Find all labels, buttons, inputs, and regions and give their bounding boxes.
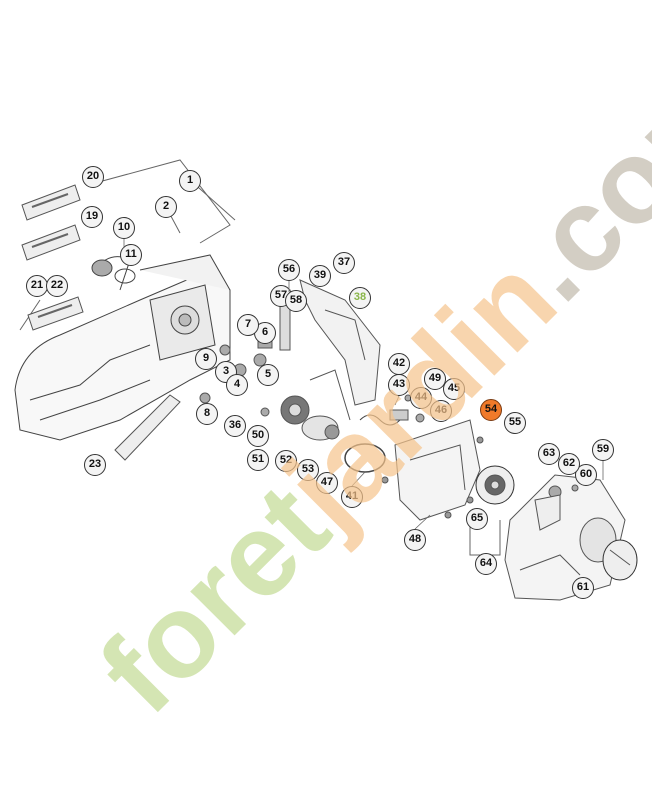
brake-spring xyxy=(359,394,425,426)
callout-5[interactable]: 5 xyxy=(257,364,279,386)
callout-23[interactable]: 23 xyxy=(84,454,106,476)
starter-pulley xyxy=(475,465,515,505)
callout-9[interactable]: 9 xyxy=(195,348,217,370)
part-23-tube xyxy=(114,394,181,461)
clutch-gear xyxy=(280,395,340,441)
handle-assembly xyxy=(279,279,381,421)
brake-band xyxy=(344,443,386,473)
callout-49[interactable]: 49 xyxy=(424,368,446,390)
callout-64[interactable]: 64 xyxy=(475,553,497,575)
callout-37[interactable]: 37 xyxy=(333,252,355,274)
sprocket-cover xyxy=(394,419,484,521)
callout-52[interactable]: 52 xyxy=(275,450,297,472)
callout-8[interactable]: 8 xyxy=(196,403,218,425)
callout-2[interactable]: 2 xyxy=(155,196,177,218)
part-60-shape xyxy=(534,494,561,531)
fan-housing xyxy=(504,474,626,601)
callout-56[interactable]: 56 xyxy=(278,259,300,281)
callout-46[interactable]: 46 xyxy=(430,400,452,422)
callout-7[interactable]: 7 xyxy=(237,314,259,336)
decal-labels xyxy=(21,184,84,331)
callout-4[interactable]: 4 xyxy=(226,374,248,396)
callout-41[interactable]: 41 xyxy=(341,486,363,508)
callout-42[interactable]: 42 xyxy=(388,353,410,375)
callout-58[interactable]: 58 xyxy=(285,290,307,312)
crankcase-housing xyxy=(14,254,231,441)
callout-50[interactable]: 50 xyxy=(247,425,269,447)
callout-61[interactable]: 61 xyxy=(572,577,594,599)
callout-53[interactable]: 53 xyxy=(297,459,319,481)
callout-22[interactable]: 22 xyxy=(46,275,68,297)
callout-55[interactable]: 55 xyxy=(504,412,526,434)
callout-47[interactable]: 47 xyxy=(316,472,338,494)
callout-39[interactable]: 39 xyxy=(309,265,331,287)
callout-38[interactable]: 38 xyxy=(349,287,371,309)
callout-19[interactable]: 19 xyxy=(81,206,103,228)
starter-grille xyxy=(602,539,638,581)
callout-21[interactable]: 21 xyxy=(26,275,48,297)
callout-20[interactable]: 20 xyxy=(82,166,104,188)
callout-60[interactable]: 60 xyxy=(575,464,597,486)
callout-1[interactable]: 1 xyxy=(179,170,201,192)
callout-45[interactable]: 45 xyxy=(443,378,465,400)
callout-10[interactable]: 10 xyxy=(113,217,135,239)
callout-11[interactable]: 11 xyxy=(120,244,142,266)
callout-54[interactable]: 54 xyxy=(480,399,502,421)
callout-65[interactable]: 65 xyxy=(466,508,488,530)
callout-59[interactable]: 59 xyxy=(592,439,614,461)
hardware-cluster xyxy=(199,339,276,417)
callout-43[interactable]: 43 xyxy=(388,374,410,396)
screws xyxy=(381,476,474,519)
callout-36[interactable]: 36 xyxy=(224,415,246,437)
callout-62[interactable]: 62 xyxy=(558,453,580,475)
callout-63[interactable]: 63 xyxy=(538,443,560,465)
callout-51[interactable]: 51 xyxy=(247,449,269,471)
callout-44[interactable]: 44 xyxy=(410,387,432,409)
callout-48[interactable]: 48 xyxy=(404,529,426,551)
